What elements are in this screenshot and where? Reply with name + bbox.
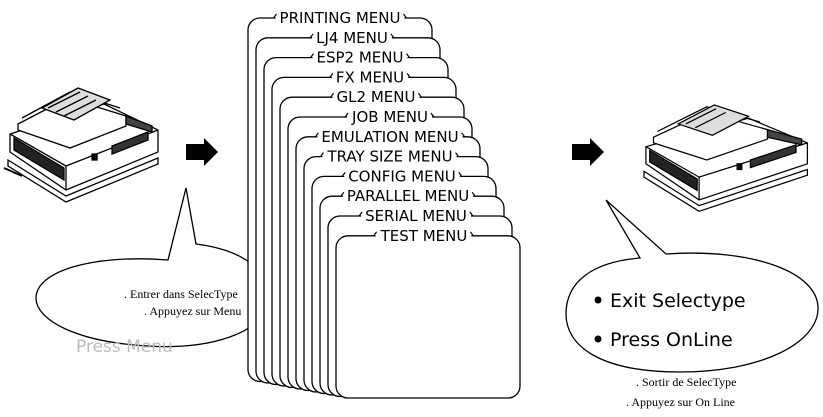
printer-icon	[643, 104, 809, 212]
menu-card-label: TEST MENU	[380, 227, 468, 245]
menu-card-tick	[358, 211, 363, 217]
menu-card-label-backdrop	[361, 208, 471, 224]
menu-card-label-backdrop	[332, 89, 420, 106]
menu-card-label-backdrop	[317, 128, 463, 145]
left-bubble-line1: . Entrer dans SelecType	[124, 287, 238, 301]
left-bubble-faded-text: Press Menu	[76, 337, 173, 357]
menu-card-label: PRINTING MENU	[280, 9, 401, 27]
menu-card-label: LJ4 MENU	[316, 29, 388, 47]
right-caption-line1: . Sortir de SelecType	[636, 375, 736, 389]
menu-card-tick	[430, 112, 435, 118]
menu-card-label: FX MENU	[336, 68, 404, 86]
right-bubble-item2: Press OnLine	[610, 329, 733, 351]
menu-card-label-backdrop	[342, 188, 474, 205]
bullet-icon	[594, 335, 602, 343]
menu-card-label: ESP2 MENU	[317, 49, 404, 67]
menu-card-tick	[469, 231, 474, 237]
menu-card-tick	[341, 172, 346, 177]
right-bubble-item1: Exit Selectype	[610, 290, 746, 312]
left-bubble-line2: . Appuyez sur Menu	[144, 304, 241, 318]
menu-card-tick	[340, 191, 345, 197]
menu-card-label-backdrop	[344, 168, 460, 185]
menu-card-tick	[458, 172, 463, 177]
menu-card-tick	[329, 73, 334, 78]
menu-card-label-backdrop	[312, 29, 392, 46]
menu-card-label-backdrop	[312, 49, 408, 66]
menu-card-label: SERIAL MENU	[365, 207, 467, 225]
menu-card-tick	[314, 132, 319, 138]
menu-card-tick	[406, 53, 410, 58]
menu-card-label-backdrop	[347, 109, 432, 125]
arrow-right-icon	[572, 138, 604, 166]
menu-card-tick	[471, 191, 476, 197]
menu-card-tick	[417, 92, 422, 98]
menu-card-tick	[390, 33, 395, 39]
menu-card-label: GL2 MENU	[337, 88, 416, 106]
menu-card-tick	[469, 211, 474, 217]
menu-card-tick	[344, 112, 349, 118]
menu-card-tick	[402, 13, 407, 19]
menu-card[interactable]: TEST MENU	[335, 227, 521, 399]
menu-card-label-backdrop	[375, 227, 472, 244]
menu-card-tick	[330, 92, 335, 98]
right-speech-bubble	[565, 199, 819, 373]
menu-card-label-backdrop	[275, 10, 405, 26]
menu-card-label: TRAY SIZE MENU	[326, 148, 452, 166]
menu-card-tick	[461, 132, 466, 138]
menu-card-label-backdrop	[322, 148, 457, 165]
menu-card-label: EMULATION MENU	[321, 128, 458, 146]
menu-card-tick	[319, 152, 324, 157]
bullet-icon	[594, 296, 602, 304]
menu-card-tick	[273, 13, 278, 19]
menu-card-label: CONFIG MENU	[348, 167, 456, 185]
menu-card-label-backdrop	[331, 69, 409, 86]
menu-card-label: PARALLEL MENU	[347, 187, 469, 205]
menu-card-tick	[406, 73, 411, 78]
arrow-right-icon	[186, 138, 218, 166]
menu-card-tick	[310, 53, 314, 58]
menu-card-tick	[373, 231, 378, 237]
right-caption-line2: . Appuyez sur On Line	[626, 395, 735, 409]
menu-card-tick	[455, 152, 460, 157]
left-speech-bubble	[35, 187, 270, 348]
printer-icon	[3, 87, 159, 203]
menu-card-tick	[309, 33, 314, 39]
menu-card-label: JOB MENU	[351, 108, 428, 126]
